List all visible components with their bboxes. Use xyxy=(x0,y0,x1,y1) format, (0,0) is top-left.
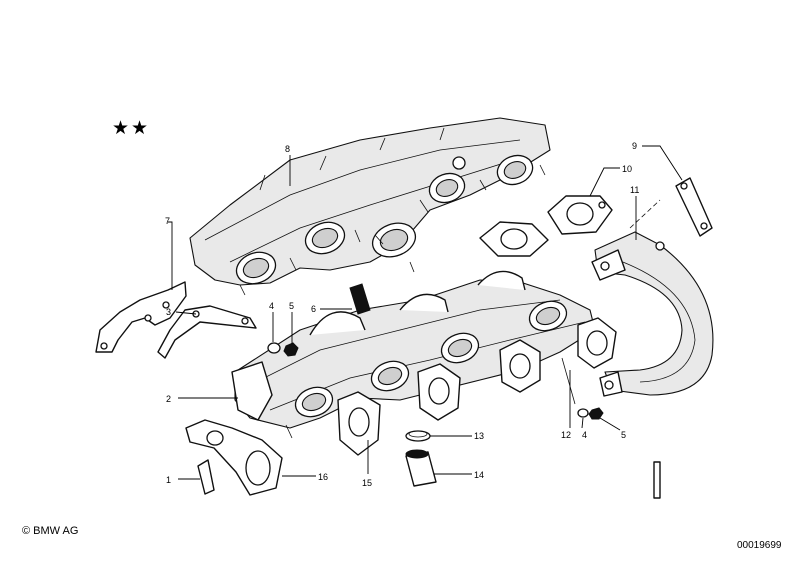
exhaust-manifold xyxy=(189,117,551,296)
callout-7: 7 xyxy=(165,216,170,226)
callout-5-left: 5 xyxy=(289,301,294,311)
leader-lines xyxy=(168,145,683,480)
hose-14 xyxy=(405,449,437,487)
callout-3: 3 xyxy=(166,307,171,317)
callout-16: 16 xyxy=(318,472,328,482)
down-pipe xyxy=(591,199,714,397)
callout-1: 1 xyxy=(166,475,171,485)
callout-5-right: 5 xyxy=(621,430,626,440)
callout-numbers: 1 2 3 4 5 6 7 8 9 10 11 12 4 5 13 14 15 … xyxy=(165,141,639,488)
callout-12: 12 xyxy=(561,430,571,440)
clip-piece xyxy=(653,461,661,499)
callout-2: 2 xyxy=(166,394,171,404)
star-markers: ★★ xyxy=(112,118,151,139)
callout-8: 8 xyxy=(285,144,290,154)
gasket-16 xyxy=(185,419,283,496)
copyright-notice: © BMW AG xyxy=(22,525,79,537)
callout-9: 9 xyxy=(632,141,637,151)
stud-12 xyxy=(561,357,576,405)
gasket-10 xyxy=(479,195,613,257)
washer-nut-left xyxy=(267,283,371,357)
callout-11: 11 xyxy=(630,185,639,195)
intake-manifold xyxy=(231,270,596,439)
callout-4-left: 4 xyxy=(269,301,274,311)
plate-9 xyxy=(675,177,713,237)
callout-6: 6 xyxy=(311,304,316,314)
document-number: 00019699 xyxy=(737,540,782,551)
callout-15: 15 xyxy=(362,478,372,488)
gaskets-15 xyxy=(337,317,617,456)
callout-13: 13 xyxy=(474,431,484,441)
callout-10: 10 xyxy=(622,164,632,174)
pipe-1 xyxy=(197,459,215,495)
bracket-7 xyxy=(95,281,187,353)
callout-14: 14 xyxy=(474,470,484,480)
washer-nut-right xyxy=(577,407,604,420)
clamp-13 xyxy=(405,430,431,442)
callout-4-right: 4 xyxy=(582,430,587,440)
